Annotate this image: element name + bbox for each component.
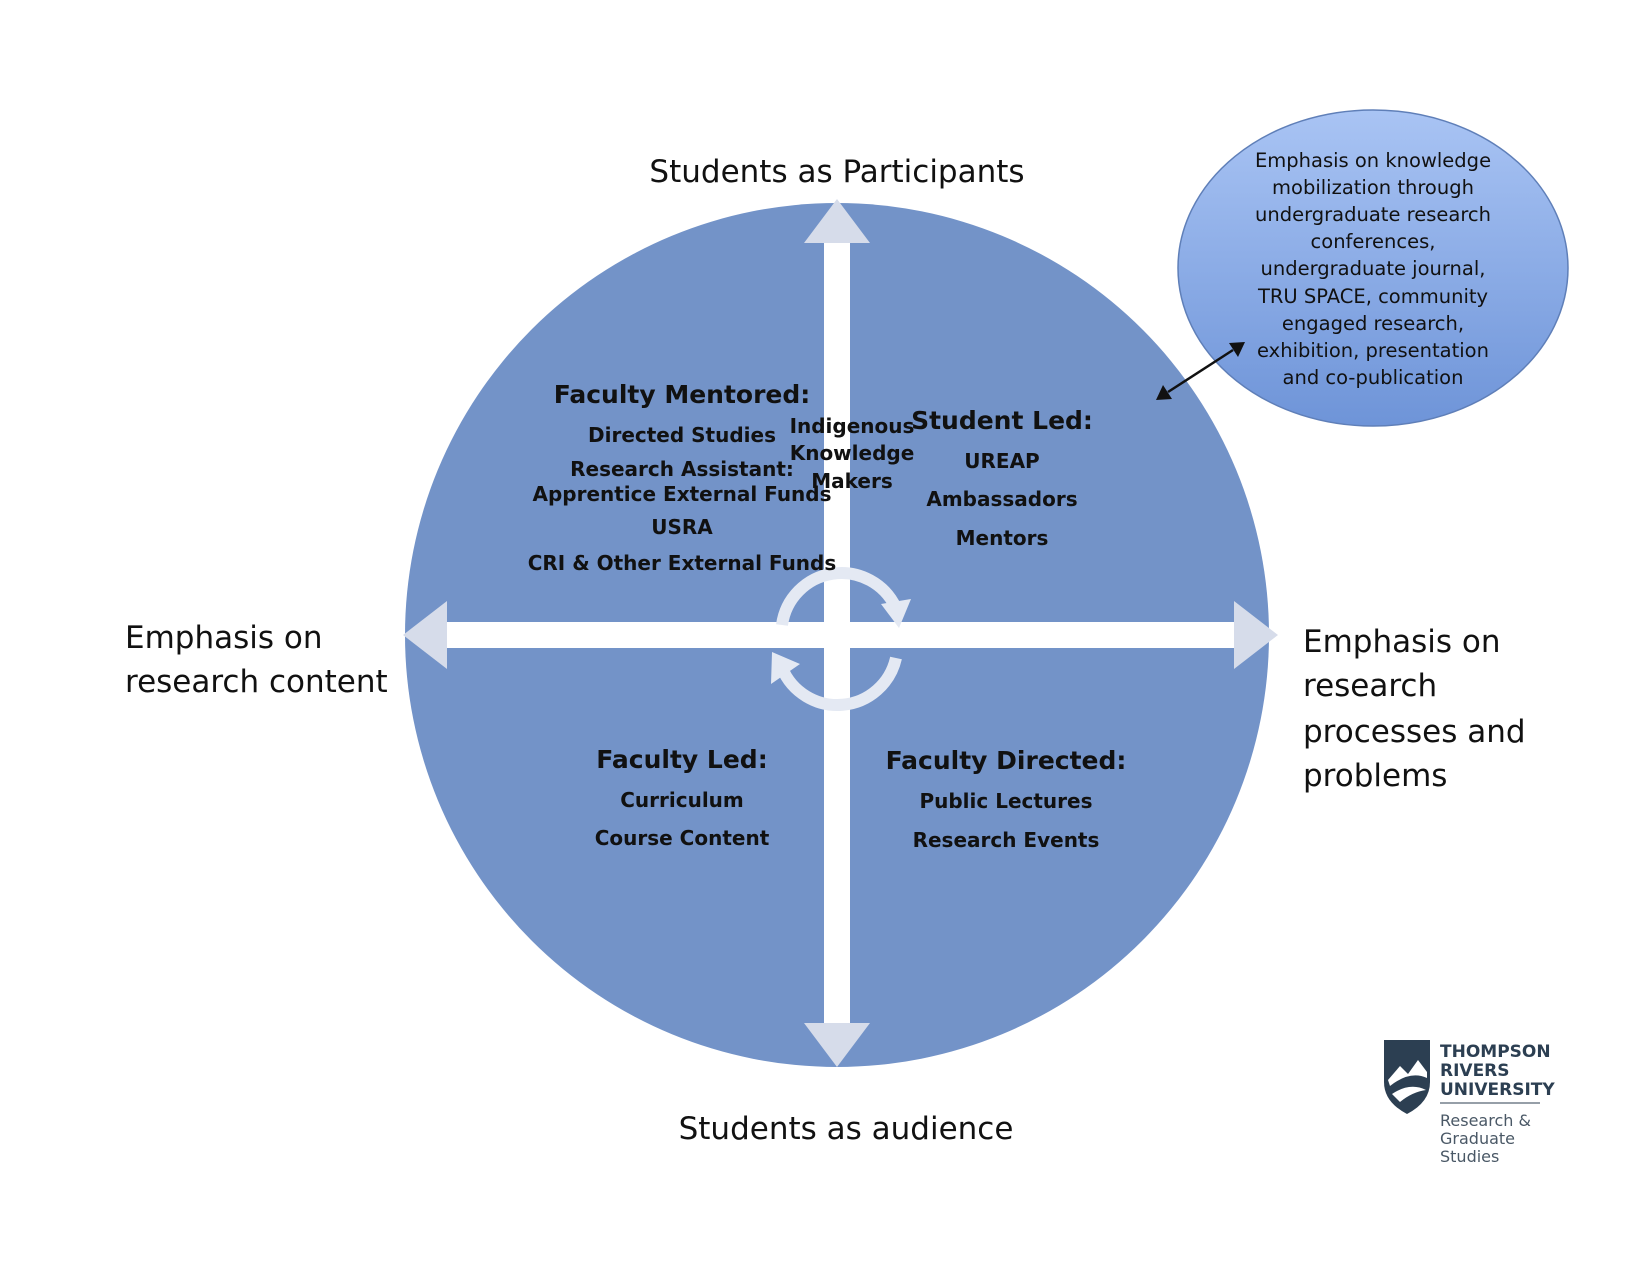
quadrant-item: USRA [651, 515, 713, 539]
callout-line: mobilization through [1272, 176, 1474, 199]
mountain-icon [1388, 1060, 1427, 1086]
quadrant-item: Research Events [913, 828, 1100, 852]
callout-line: engaged research, [1282, 312, 1464, 335]
tru-logo: THOMPSON RIVERS UNIVERSITY Research & Gr… [1384, 1040, 1557, 1166]
quadrant-faculty-directed: Faculty Directed: Public Lectures Resear… [886, 746, 1127, 852]
center-label-line: Knowledge [790, 441, 915, 465]
quadrant-item: UREAP [964, 449, 1039, 473]
quadrant-item: Ambassadors [926, 487, 1077, 511]
arrowhead-down [804, 1023, 870, 1067]
callout-line: exhibition, presentation [1257, 339, 1489, 362]
quadrant-item: CRI & Other External Funds [528, 551, 837, 575]
quadrant-item: Research Assistant: [570, 457, 794, 481]
quadrant-item: Apprentice External Funds [532, 482, 831, 506]
quadrant-heading: Student Led: [911, 406, 1093, 435]
cycle-icon [771, 567, 911, 712]
quadrant-student-led: Student Led: UREAP Ambassadors Mentors [911, 406, 1093, 550]
callout-line: Emphasis on knowledge [1255, 149, 1491, 172]
quadrant-item: Course Content [595, 826, 770, 850]
quadrant-faculty-led: Faculty Led: Curriculum Course Content [595, 745, 770, 850]
quadrant-item: Mentors [956, 526, 1049, 550]
arrowhead-up [804, 199, 870, 243]
river-icon [1392, 1086, 1426, 1102]
callout-line: and co-publication [1283, 366, 1464, 389]
quadrant-faculty-mentored: Faculty Mentored: Directed Studies Resea… [528, 380, 837, 575]
quadrant-heading: Faculty Mentored: [554, 380, 811, 409]
callout-line: TRU SPACE, community [1257, 285, 1488, 308]
logo-unit: Research & Graduate Studies [1440, 1111, 1536, 1166]
callout-line: undergraduate research [1255, 203, 1491, 226]
center-label-line: Indigenous [790, 414, 915, 438]
callout-bubble [1177, 109, 1569, 427]
axis-label-top: Students as Participants [649, 154, 1024, 190]
quadrant-heading: Faculty Led: [596, 745, 767, 774]
arrowhead-right [1234, 601, 1278, 669]
callout-line: undergraduate journal, [1261, 257, 1486, 280]
axis-label-left: Emphasis on research content [125, 620, 388, 700]
quadrant-item: Directed Studies [588, 423, 776, 447]
quadrant-heading: Faculty Directed: [886, 746, 1127, 775]
arrowhead-left [403, 601, 447, 669]
double-arrow-connector [1156, 342, 1245, 400]
logo-name: THOMPSON RIVERS UNIVERSITY [1440, 1042, 1557, 1100]
axis-label-bottom: Students as audience [679, 1111, 1014, 1147]
callout-line: conferences, [1311, 230, 1436, 253]
callout-text: Emphasis on knowledge mobilization throu… [1255, 149, 1491, 389]
axis-label-right: Emphasis on research processes and probl… [1303, 624, 1535, 794]
horizontal-axis-bar [440, 622, 1235, 648]
center-label-line: Makers [811, 469, 893, 493]
quadrant-item: Curriculum [620, 788, 744, 812]
indigenous-knowledge-makers: Indigenous Knowledge Makers [790, 414, 915, 493]
quadrant-item: Public Lectures [919, 789, 1092, 813]
